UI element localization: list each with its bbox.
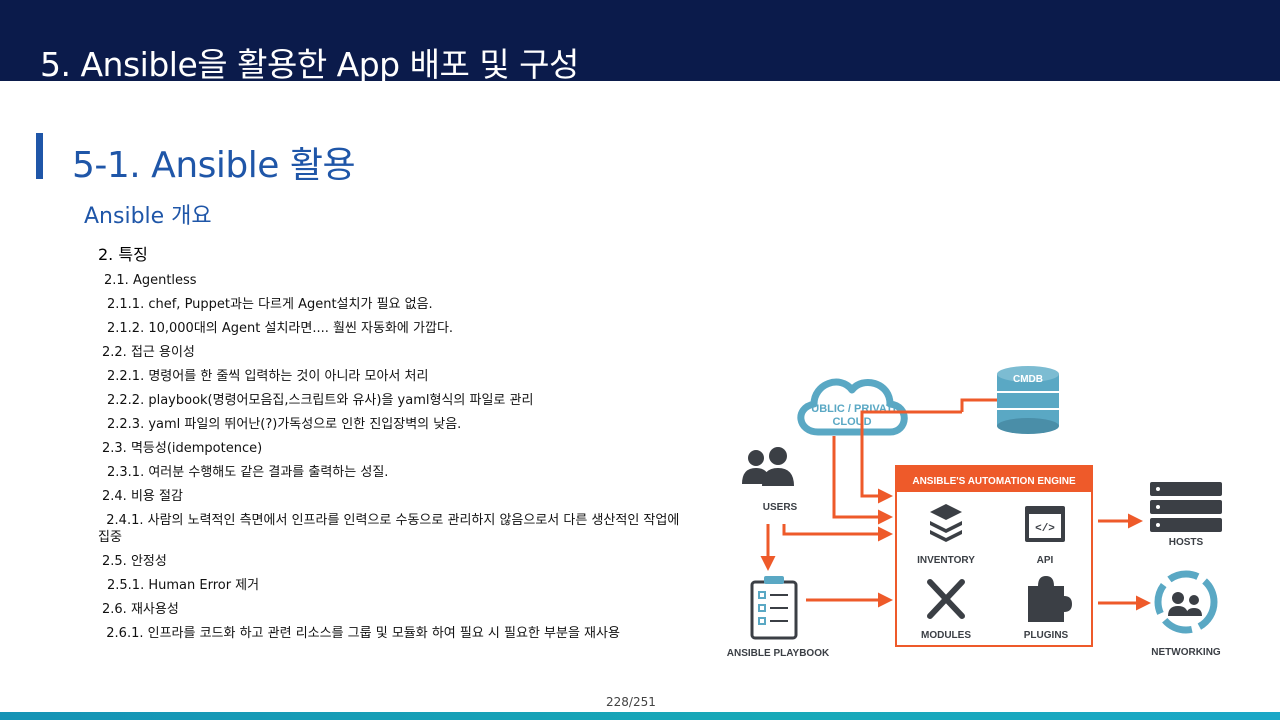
cloud-label-line2: CLOUD [832, 416, 871, 428]
feature-list-item: 2.6. 재사용성 [102, 602, 179, 617]
modules-label: MODULES [921, 630, 971, 641]
users-icon [742, 447, 794, 486]
feature-list-item: 2.5.1. Human Error 제거 [107, 578, 260, 593]
arrow-cloud-to-engine [832, 436, 893, 525]
ansible-architecture-diagram: PUBLIC / PRIVATE CLOUD CMDB USERS ANSIBL… [727, 366, 1222, 659]
hosts-icon [1150, 482, 1222, 532]
feature-heading: 2. 특징 [98, 245, 148, 264]
modules-icon [927, 579, 965, 619]
users-label: USERS [763, 502, 798, 513]
feature-list-item: 2.1. Agentless [104, 273, 197, 288]
api-label: API [1037, 555, 1054, 566]
networking-label: NETWORKING [1151, 647, 1221, 658]
playbook-label: ANSIBLE PLAYBOOK [727, 648, 830, 659]
feature-list-item: 2.2.2. playbook(명령어모음집,스크립트와 유사)을 yaml형식… [107, 393, 534, 408]
arrow-users-to-engine [782, 524, 893, 542]
bottom-accent-strip [0, 712, 1280, 720]
feature-list: 2.1. Agentless 2.1.1. chef, Puppet과는 다르게 … [98, 272, 688, 642]
slide-chapter-title: 5. Ansible을 활용한 App 배포 및 구성 [40, 45, 579, 84]
flow-arrows [760, 398, 1151, 611]
feature-list-item: 2.2. 접근 용이성 [102, 345, 195, 360]
cmdb-label: CMDB [1013, 374, 1043, 385]
section-title: 5-1. Ansible 활용 [72, 145, 356, 186]
inventory-label: INVENTORY [917, 555, 975, 566]
header-bar: 5. Ansible을 활용한 App 배포 및 구성 [0, 0, 1280, 84]
plugins-label: PLUGINS [1024, 630, 1069, 641]
feature-list-item: 2.6.1. 인프라를 코드화 하고 관련 리소스를 그룹 및 모듈화 하여 필… [98, 626, 620, 641]
feature-list-item: 2.5. 안정성 [102, 554, 167, 569]
automation-engine-header [896, 466, 1092, 492]
feature-list-item: 2.2.3. yaml 파일의 뛰어난(?)가독성으로 인한 진입장벽의 낮음. [107, 417, 462, 432]
automation-engine-title: ANSIBLE'S AUTOMATION ENGINE [912, 476, 1076, 487]
networking-icon [1154, 570, 1218, 634]
hosts-label: HOSTS [1169, 537, 1204, 548]
page-number: 228/251 [606, 695, 656, 709]
playbook-icon [750, 576, 798, 640]
feature-list-item: 2.1.2. 10,000대의 Agent 설치라면.... 훨씬 자동화에 가… [107, 321, 454, 336]
subsection-title: Ansible 개요 [84, 204, 212, 229]
inventory-icon [930, 504, 962, 542]
arrow-cmdb-to-engine-top [960, 398, 997, 412]
database-icon [997, 366, 1059, 434]
feature-list-item: 2.4.1. 사람의 노력적인 측면에서 인프라를 인력으로 수동으로 관리하지… [98, 513, 684, 545]
cloud-icon [797, 378, 908, 436]
section-marker-bar [36, 133, 43, 179]
svg-text:</>: </> [1035, 523, 1055, 535]
feature-list-item: 2.2.1. 명령어를 한 줄씩 입력하는 것이 아니라 모아서 처리 [107, 369, 429, 384]
feature-list-item: 2.3.1. 여러분 수행해도 같은 결과를 출력하는 성질. [107, 465, 389, 480]
feature-list-item: 2.1.1. chef, Puppet과는 다르게 Agent설치가 필요 없음… [107, 297, 433, 312]
arrow-cmdb-to-engine [860, 410, 962, 504]
plugins-icon [1028, 576, 1072, 622]
api-icon: </> [1025, 506, 1065, 542]
feature-list-item: 2.3. 멱등성(idempotence) [102, 441, 263, 456]
feature-list-item: 2.4. 비용 절감 [102, 489, 183, 504]
